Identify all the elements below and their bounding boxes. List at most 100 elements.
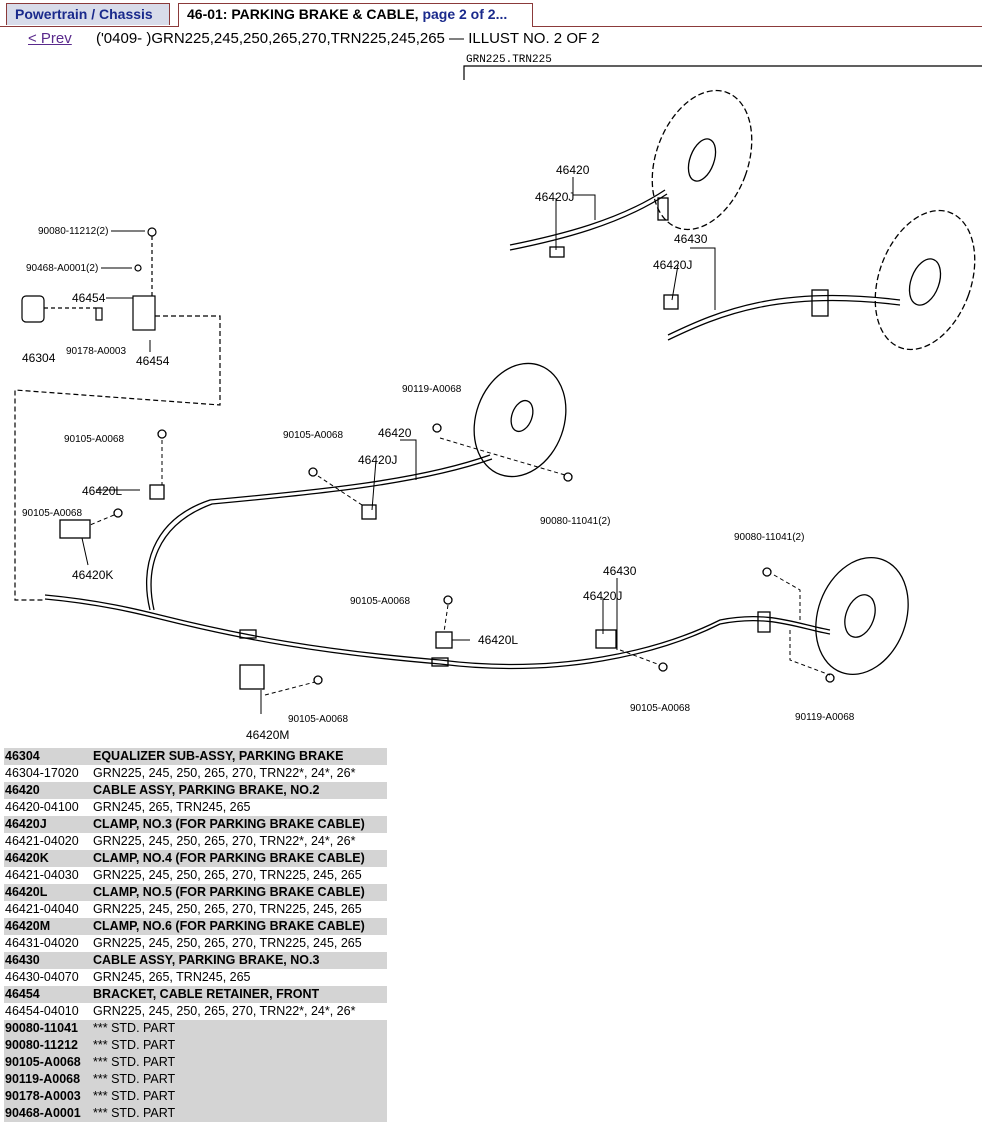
part-code: 46454-04010 <box>5 1004 79 1018</box>
part-variant-row: 46421-04020 GRN225, 245, 250, 265, 270, T… <box>4 833 387 850</box>
part-description: GRN225, 245, 250, 265, 270, TRN22*, 24*,… <box>93 766 356 780</box>
part-description: GRN225, 245, 250, 265, 270, TRN225, 245,… <box>93 902 362 916</box>
std-part-row: 90080-11212 *** STD. PART <box>4 1037 387 1054</box>
part-code: 46430 <box>5 953 40 967</box>
diagram-labels: 90080-11212(2) 90468-A0001(2) 46454 9017… <box>22 163 855 742</box>
part-variant-row: 46454-04010 GRN225, 245, 250, 265, 270, T… <box>4 1003 387 1020</box>
part-header-row: 46304 EQUALIZER SUB-ASSY, PARKING BRAKE <box>4 748 387 765</box>
part-code: 46420K <box>5 851 49 865</box>
part-description: GRN245, 265, TRN245, 265 <box>93 970 251 984</box>
part-variant-row: 46304-17020 GRN225, 245, 250, 265, 270, T… <box>4 765 387 782</box>
part-code: 46454 <box>5 987 40 1001</box>
upper-cable-46420 <box>509 189 669 258</box>
callout-label: 46454 <box>72 291 106 305</box>
parts-diagram: GRN225.TRN225 <box>14 54 982 742</box>
part-code: 90080-11212 <box>5 1038 78 1052</box>
callout-label: 90105-A0068 <box>64 434 124 445</box>
callout-label: 90105-A0068 <box>350 596 410 607</box>
part-description: *** STD. PART <box>93 1089 176 1103</box>
part-description: EQUALIZER SUB-ASSY, PARKING BRAKE <box>93 749 344 763</box>
std-part-row: 90080-11041*** STD. PART <box>4 1020 387 1037</box>
part-code: 46431-04020 <box>5 936 79 950</box>
std-part-row: 90178-A0003 *** STD. PART <box>4 1088 387 1105</box>
part-header-row: 46420M CLAMP, NO.6 (FOR PARKING BRAKE CAB… <box>4 918 387 935</box>
std-part-row: 90119-A0068*** STD. PART <box>4 1071 387 1088</box>
upper-right-brake-disc <box>651 89 753 231</box>
part-header-row: 46420L CLAMP, NO.5 (FOR PARKING BRAKE CAB… <box>4 884 387 901</box>
part-code: 46420-04100 <box>5 800 79 814</box>
callout-label: 46430 <box>674 232 708 246</box>
callout-label: 46454 <box>136 354 170 368</box>
part-description: GRN225, 245, 250, 265, 270, TRN22*, 24*,… <box>93 834 356 848</box>
lower-cable-46430 <box>663 289 901 341</box>
callout-label: 90105-A0068 <box>288 714 348 725</box>
tab-powertrain-chassis[interactable]: Powertrain / Chassis <box>6 3 170 25</box>
part-variant-row: 46420-04100 GRN245, 265, TRN245, 265 <box>4 799 387 816</box>
part-description: BRACKET, CABLE RETAINER, FRONT <box>93 987 320 1001</box>
callout-label: 90105-A0068 <box>283 430 343 441</box>
prev-link[interactable]: < Prev <box>28 30 72 47</box>
part-variant-row: 46421-04040 GRN225, 245, 250, 265, 270, T… <box>4 901 387 918</box>
part-code: 90105-A0068 <box>5 1055 81 1069</box>
part-code: 46304 <box>5 749 40 763</box>
callout-label: 46420L <box>478 633 518 647</box>
part-code: 46304-17020 <box>5 766 79 780</box>
part-description: GRN225, 245, 250, 265, 270, TRN22*, 24*,… <box>93 1004 356 1018</box>
part-code: 90468-A0001 <box>5 1106 81 1120</box>
lower-right-brake-disc <box>874 209 976 351</box>
part-description: CABLE ASSY, PARKING BRAKE, NO.2 <box>93 783 320 797</box>
callout-label: 46420M <box>246 728 289 742</box>
part-variant-row: 46430-04070 GRN245, 265, TRN245, 265 <box>4 969 387 986</box>
part-code: 46420J <box>5 817 47 831</box>
navigation-line: < Prev ('0409- )GRN225,245,250,265,270,T… <box>28 30 600 47</box>
equalizer-assembly <box>14 227 221 601</box>
tab-parking-brake-cable[interactable]: 46-01: PARKING BRAKE & CABLE, page 2 of … <box>178 3 533 27</box>
right-brake-disc <box>815 556 909 676</box>
callout-label: 90178-A0003 <box>66 346 126 357</box>
std-part-row: 90468-A0001 *** STD. PART <box>4 1105 387 1122</box>
callout-label: 46420 <box>556 163 590 177</box>
callout-label: 46430 <box>603 564 637 578</box>
part-header-row: 46420K CLAMP, NO.4 (FOR PARKING BRAKE CAB… <box>4 850 387 867</box>
part-description: CLAMP, NO.4 (FOR PARKING BRAKE CABLE) <box>93 851 365 865</box>
callout-label: 90080-11041(2) <box>734 532 804 543</box>
callout-label: 46420J <box>358 453 397 467</box>
part-code: 46420M <box>5 919 51 933</box>
part-header-row: 46454 BRACKET, CABLE RETAINER, FRONT <box>4 986 387 1003</box>
part-description: CLAMP, NO.3 (FOR PARKING BRAKE CABLE) <box>93 817 365 831</box>
part-description: *** STD. PART <box>93 1055 176 1069</box>
part-code: 46430-04070 <box>5 970 79 984</box>
part-description: *** STD. PART <box>93 1038 176 1052</box>
part-description: *** STD. PART <box>93 1106 176 1120</box>
callout-label: 46420J <box>583 589 622 603</box>
part-description: GRN245, 265, TRN245, 265 <box>93 800 251 814</box>
callout-label: 46420 <box>378 426 412 440</box>
part-description: CLAMP, NO.6 (FOR PARKING BRAKE CABLE) <box>93 919 365 933</box>
center-brake-disc <box>473 362 567 478</box>
part-header-row: 46430 CABLE ASSY, PARKING BRAKE, NO.3 <box>4 952 387 969</box>
callout-label: 90119-A0068 <box>402 384 462 395</box>
callout-label: 46420J <box>535 190 574 204</box>
part-code: 46420L <box>5 885 48 899</box>
part-header-row: 46420J CLAMP, NO.3 (FOR PARKING BRAKE CAB… <box>4 816 387 833</box>
callout-label: 90080-11212(2) <box>38 226 108 237</box>
part-description: *** STD. PART <box>93 1072 176 1086</box>
part-code: 90178-A0003 <box>5 1089 81 1103</box>
part-description: CLAMP, NO.5 (FOR PARKING BRAKE CABLE) <box>93 885 365 899</box>
part-code: 46421-04040 <box>5 902 79 916</box>
part-code: 46421-04020 <box>5 834 79 848</box>
main-cable-run <box>44 423 835 690</box>
callout-label: 90080-11041(2) <box>540 516 610 527</box>
callout-label: 90119-A0068 <box>795 712 855 723</box>
tab-page-indicator: page 2 of 2... <box>422 6 508 22</box>
model-bracket <box>463 65 982 80</box>
tab-label: Powertrain / Chassis <box>15 6 153 22</box>
part-description: GRN225, 245, 250, 265, 270, TRN225, 245,… <box>93 868 362 882</box>
part-description: CABLE ASSY, PARKING BRAKE, NO.3 <box>93 953 320 967</box>
model-label: GRN225.TRN225 <box>466 54 552 66</box>
callout-label: 46420K <box>72 568 113 582</box>
